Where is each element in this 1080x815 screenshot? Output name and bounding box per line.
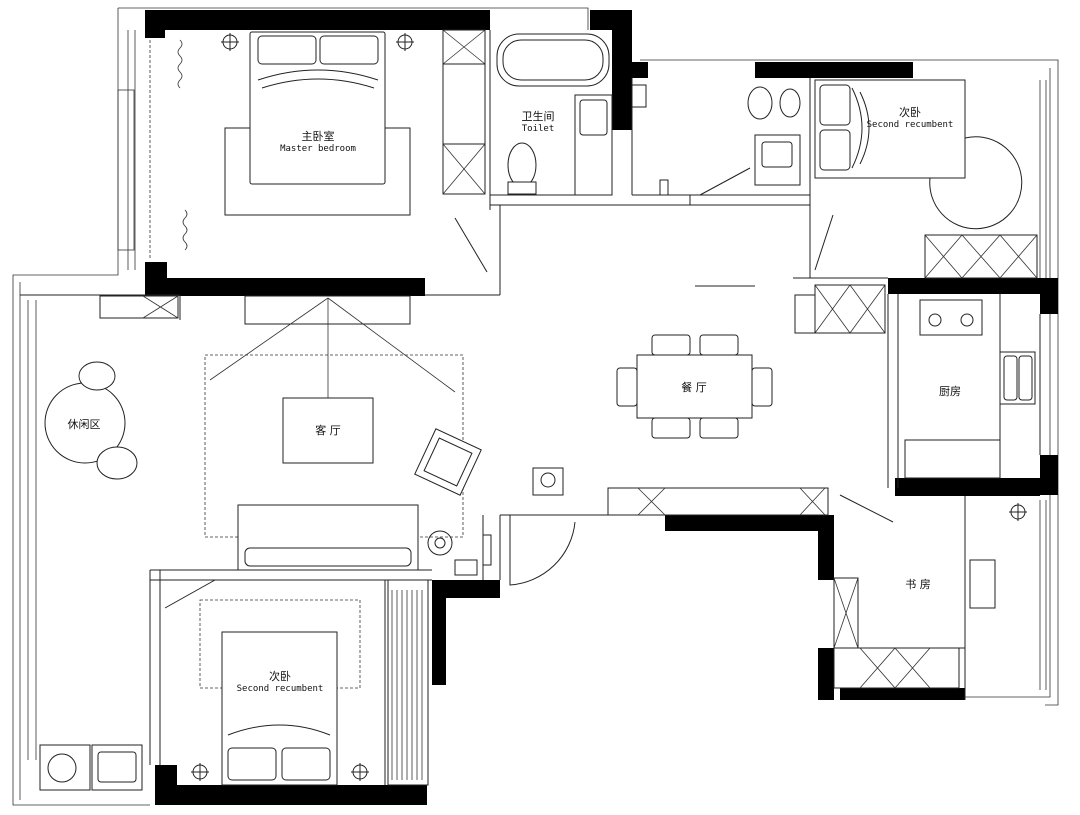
bathroom: 卫生间 Toilet: [496, 33, 801, 205]
toilet: [507, 142, 537, 188]
windows: [27, 30, 1047, 760]
walls: [145, 10, 1058, 805]
chair: [78, 361, 116, 391]
chair: [616, 367, 638, 407]
chair: [699, 417, 739, 439]
room-label-bathroom: 卫生间: [522, 109, 555, 123]
wardrobe: [442, 29, 486, 195]
room-label-study: 书 房: [905, 578, 931, 591]
doors: [164, 214, 894, 609]
room-label-kitchen: 厨房: [939, 385, 961, 398]
room-label-second-bedroom-top: 次卧: [899, 105, 921, 119]
bookshelf: [99, 295, 179, 319]
study: 书 房: [833, 503, 1027, 689]
tv-cabinet: [244, 295, 411, 325]
kitchen: 厨房: [904, 299, 1036, 479]
room-label-master-bedroom: 主卧室: [302, 129, 335, 143]
sideboard: [607, 487, 829, 516]
master-bedroom: 主卧室 Master bedroom: [177, 29, 486, 251]
lamp-icon: [1009, 503, 1027, 521]
chair: [751, 367, 773, 407]
chair: [651, 417, 691, 439]
pillow: [281, 747, 331, 781]
lamp-icon: [191, 763, 209, 781]
room-label-living-room: 客 厅: [315, 423, 341, 437]
pillow: [257, 35, 317, 65]
lamp-icon: [351, 763, 369, 781]
desk: [969, 559, 996, 609]
bookshelf: [833, 647, 960, 689]
lamp-icon: [396, 33, 414, 51]
second-bedroom-top: 次卧 Second recumbent: [814, 79, 1038, 279]
fridge-cabinet: [814, 284, 886, 334]
lamp-icon: [221, 33, 239, 51]
dining-room: 餐 厅: [607, 284, 886, 516]
chair: [96, 446, 138, 480]
second-bedroom-bottom: 次卧 Second recumbent: [39, 599, 369, 791]
room-label-leisure-area: 休闲区: [68, 417, 101, 431]
room-label-second-bedroom-top-en: Second recumbent: [867, 120, 954, 130]
outer-outline: [12, 7, 1059, 806]
piano-keys: [391, 590, 423, 780]
living-room: 客 厅: [204, 295, 492, 786]
room-label-bathroom-en: Toilet: [522, 124, 555, 134]
lamp-icon: [427, 530, 453, 556]
room-label-second-bedroom-bottom: 次卧: [269, 669, 291, 683]
room-label-master-bedroom-en: Master bedroom: [280, 144, 356, 154]
chair: [699, 334, 739, 356]
piano-keyboard: [387, 579, 429, 786]
pillow: [227, 747, 277, 781]
room-label-second-bedroom-bottom-en: Second recumbent: [237, 684, 324, 694]
person-icon: [532, 467, 564, 496]
bed: [249, 31, 386, 185]
door-swing: [929, 136, 1023, 230]
washing-machine: [39, 744, 91, 791]
stove: [919, 299, 983, 336]
coffee-table: [282, 397, 374, 464]
armchair: [414, 428, 482, 496]
leisure-area: 休闲区: [44, 295, 179, 480]
pillow: [319, 35, 379, 65]
chair: [651, 334, 691, 356]
toilet: [747, 86, 773, 120]
room-label-dining-room: 餐 厅: [681, 380, 707, 394]
dining-table: [636, 354, 753, 419]
